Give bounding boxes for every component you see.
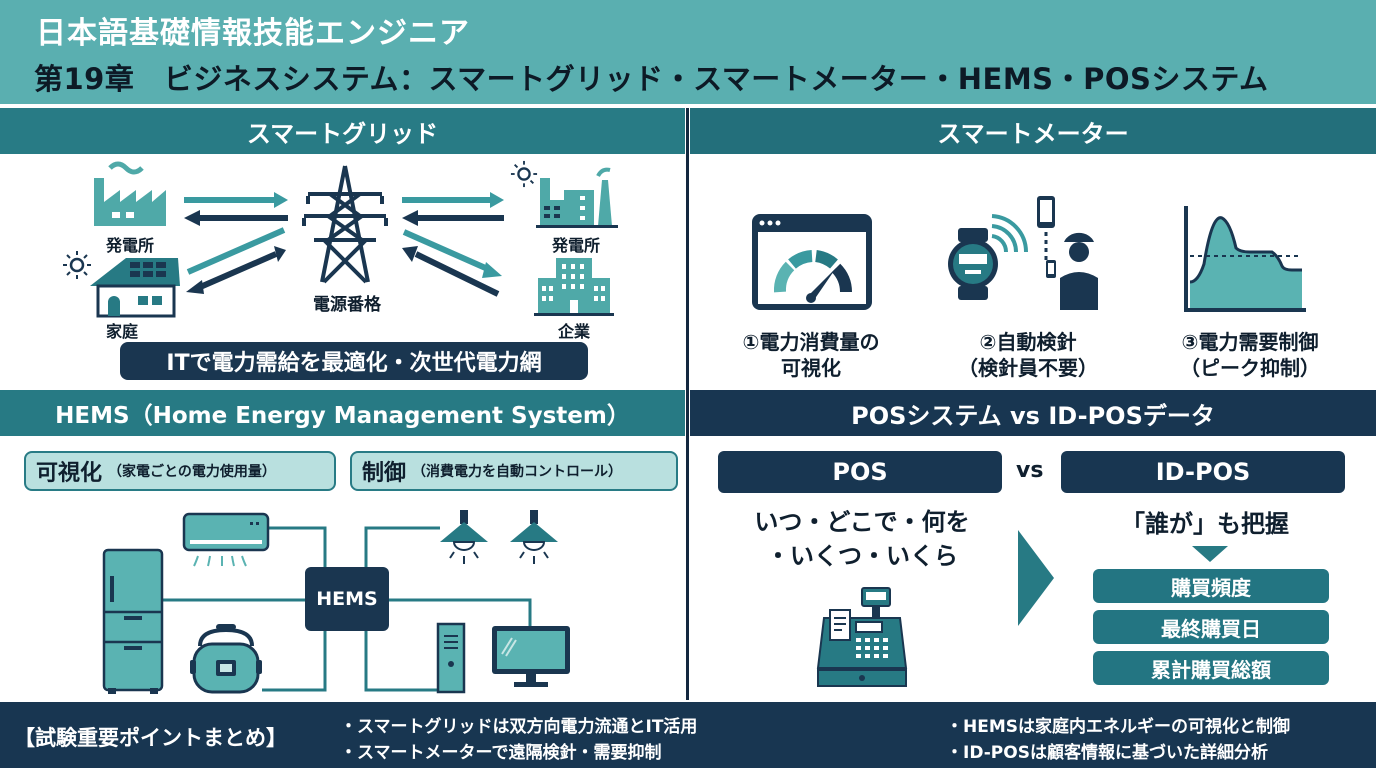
hems-visualize-pill: 可視化 （家電ごとの電力使用量）	[24, 451, 336, 491]
meter-feature-3-line2: （ピーク抑制）	[1180, 356, 1320, 380]
hems-heading: HEMS（Home Energy Management System）	[0, 390, 685, 436]
transmission-tower-icon	[302, 165, 388, 284]
smart-grid-banner: ITで電力需給を最適化・次世代電力網	[120, 342, 588, 380]
sun-icon	[63, 251, 91, 279]
pill-control-sub: （消費電力を自動コントロール）	[412, 464, 623, 480]
metric-total-purchase-amount: 累計購買総額	[1093, 651, 1329, 685]
hems-hub: HEMS	[305, 567, 389, 631]
dashboard-gauge-icon	[752, 214, 872, 310]
sun-icon-right	[510, 160, 538, 188]
pill-control-main: 制御	[362, 461, 407, 486]
meter-feature-1-line2: 可視化	[781, 356, 841, 380]
pos-heading: POSシステム vs ID-POSデータ	[690, 390, 1376, 436]
rice-cooker-icon	[190, 624, 262, 694]
vs-label: vs	[1016, 458, 1044, 483]
footer-title: 【試験重要ポイントまとめ】	[14, 726, 287, 750]
pill-visualize-sub: （家電ごとの電力使用量）	[108, 464, 276, 480]
hems-wiring-lines	[162, 526, 532, 692]
smart-meter-reading-icon	[948, 196, 1098, 310]
meter-feature-2-line1: ②自動検針	[979, 330, 1077, 354]
pos-desc-line1: いつ・どこで・何を	[754, 508, 970, 536]
pill-visualize-main: 可視化	[36, 461, 103, 486]
ceiling-lamp-icon-2	[510, 510, 558, 564]
power-plant-left-icon	[94, 161, 166, 226]
peak-demand-chart-icon	[1184, 206, 1306, 312]
meter-feature-1-line1: ①電力消費量の	[742, 330, 880, 354]
arrows-right-icon	[402, 192, 504, 297]
pos-label-box: POS	[718, 451, 1002, 493]
pos-desc-line2: ・いくつ・いくら	[766, 542, 958, 570]
footer-point-4: ・ID-POSは顧客情報に基づいた詳細分析	[946, 743, 1268, 763]
power-plant-right-icon	[536, 167, 618, 228]
header-divider	[0, 104, 1376, 107]
vertical-divider	[686, 108, 689, 700]
footer-point-1: ・スマートグリッドは双方向電力流通とIT活用	[340, 717, 698, 737]
page-header: 日本語基礎情報技能エンジニア 第19章 ビジネスシステム：スマートグリッド・スマ…	[0, 0, 1376, 104]
footer-point-3: ・HEMSは家庭内エネルギーの可視化と制御	[946, 717, 1291, 737]
chapter-subtitle: 第19章 ビジネスシステム：スマートグリッド・スマートメーター・HEMS・POS…	[34, 62, 1269, 96]
meter-feature-3-line1: ③電力需要制御	[1181, 330, 1319, 354]
chevron-right-arrow-icon	[1018, 530, 1054, 626]
smart-meter-heading: スマートメーター	[690, 108, 1376, 154]
metric-purchase-frequency: 購買頻度	[1093, 569, 1329, 603]
power-plant-left-label: 発電所	[105, 236, 154, 255]
tower-label: 電源番格	[313, 295, 381, 315]
ceiling-lamp-icon-1	[440, 510, 488, 564]
pc-tower-icon	[436, 622, 466, 694]
enterprise-label: 企業	[557, 322, 590, 341]
air-conditioner-icon	[182, 512, 270, 567]
metric-last-purchase-date: 最終購買日	[1093, 610, 1329, 644]
refrigerator-icon	[102, 548, 164, 694]
page-title: 日本語基礎情報技能エンジニア	[36, 16, 470, 51]
tv-monitor-icon	[492, 626, 570, 687]
power-plant-right-label: 発電所	[551, 236, 600, 255]
home-label: 家庭	[105, 322, 138, 341]
enterprise-building-icon	[534, 258, 614, 316]
meter-feature-2-line2: （検針員不要）	[958, 356, 1098, 380]
house-solar-icon	[90, 258, 180, 318]
hems-control-pill: 制御 （消費電力を自動コントロール）	[350, 451, 678, 491]
down-triangle-icon	[1192, 546, 1228, 562]
arrows-left-icon	[184, 192, 288, 294]
footer-point-2: ・スマートメーターで遠隔検針・需要抑制	[340, 743, 662, 763]
smart-grid-heading: スマートグリッド	[0, 108, 685, 154]
summary-footer: 【試験重要ポイントまとめ】 ・スマートグリッドは双方向電力流通とIT活用 ・スマ…	[0, 702, 1376, 768]
idpos-desc: 「誰が」も把握	[1121, 510, 1289, 538]
idpos-label-box: ID-POS	[1061, 451, 1345, 493]
cash-register-icon	[816, 587, 908, 687]
